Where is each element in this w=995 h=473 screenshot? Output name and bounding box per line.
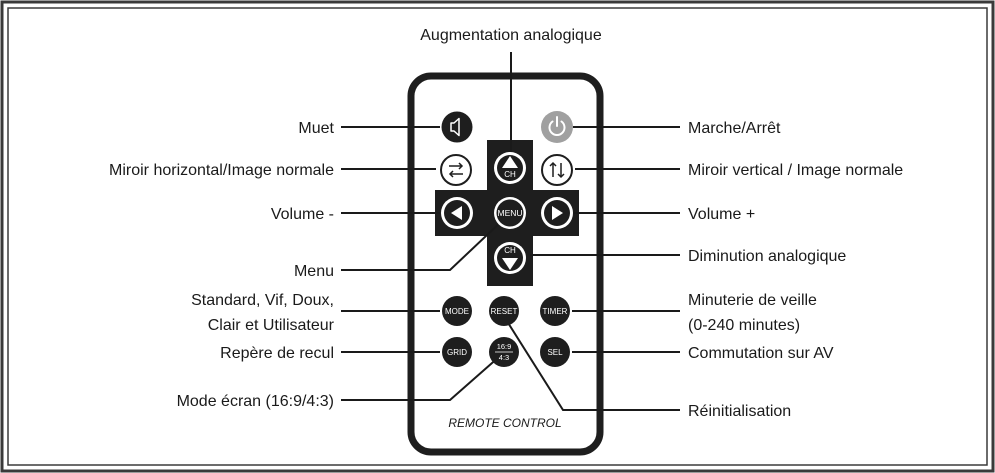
arrow-left-icon (451, 206, 462, 220)
ch-down-label: CH (504, 246, 516, 255)
label-menu: Menu (294, 263, 334, 280)
leader-lines (341, 52, 680, 411)
ratio-top-label: 16:9 (497, 342, 512, 351)
label-muet: Muet (298, 120, 334, 137)
volume-minus-button[interactable] (441, 197, 473, 229)
mute-button[interactable] (441, 111, 473, 143)
label-minuterie-line2: (0-240 minutes) (688, 317, 800, 334)
label-commutation-av: Commutation sur AV (688, 345, 834, 362)
label-standard-line1: Standard, Vif, Doux, (191, 292, 334, 309)
volume-plus-button[interactable] (541, 197, 573, 229)
label-miroir-horizontal: Miroir horizontal/Image normale (109, 162, 334, 179)
label-marche-arret: Marche/Arrêt (688, 120, 781, 137)
arrow-right-icon (552, 206, 563, 220)
aspect-ratio-button[interactable]: 16:9 4:3 (489, 337, 519, 367)
inner-frame (7, 7, 988, 466)
reset-button-label: RESET (491, 307, 518, 316)
remote-caption: REMOTE CONTROL (448, 416, 561, 430)
label-standard-line2: Clair et Utilisateur (208, 317, 335, 334)
grid-button[interactable]: GRID (442, 337, 472, 367)
ch-up-button[interactable]: CH (494, 152, 526, 184)
sel-button-label: SEL (547, 348, 563, 357)
mirror-vertical-button[interactable] (541, 154, 573, 186)
ch-up-label: CH (504, 170, 516, 179)
reset-button[interactable]: RESET (489, 296, 519, 326)
label-volume-plus: Volume + (688, 206, 755, 223)
power-button[interactable] (541, 111, 573, 143)
label-mode-ecran: Mode écran (16:9/4:3) (177, 393, 334, 410)
timer-button-label: TIMER (543, 307, 568, 316)
label-miroir-vertical: Miroir vertical / Image normale (688, 162, 903, 179)
label-volume-minus: Volume - (271, 206, 334, 223)
arrow-down-icon (502, 258, 518, 270)
menu-button-label: MENU (497, 208, 522, 218)
timer-button[interactable]: TIMER (540, 296, 570, 326)
label-reinitialisation: Réinitialisation (688, 403, 791, 420)
label-diminution-analogique: Diminution analogique (688, 248, 846, 265)
ch-down-button[interactable]: CH (494, 242, 526, 274)
power-icon (548, 116, 566, 136)
label-repere-de-recul: Repère de recul (220, 345, 334, 362)
mode-button[interactable]: MODE (442, 296, 472, 326)
label-minuterie-line1: Minuterie de veille (688, 292, 817, 309)
sel-button[interactable]: SEL (540, 337, 570, 367)
swap-vertical-icon (549, 161, 565, 179)
mirror-horizontal-button[interactable] (440, 154, 472, 186)
mode-button-label: MODE (445, 307, 469, 316)
ratio-bottom-label: 4:3 (499, 353, 509, 362)
arrow-up-icon (502, 156, 518, 168)
speaker-icon (450, 117, 460, 137)
swap-horizontal-icon (448, 162, 464, 178)
menu-button[interactable]: MENU (494, 197, 526, 229)
label-augmentation-analogique: Augmentation analogique (420, 27, 602, 44)
grid-button-label: GRID (447, 348, 467, 357)
